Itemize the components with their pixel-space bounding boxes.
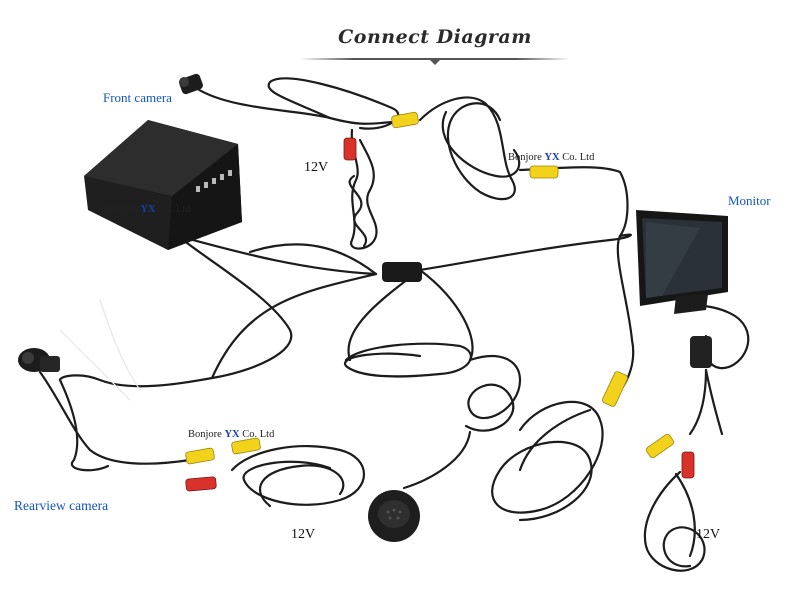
monitor: [636, 210, 728, 314]
monitor-plug: [690, 336, 712, 368]
cables: [38, 77, 750, 572]
front-camera: [179, 73, 203, 95]
rca-red-connectors: [185, 137, 695, 492]
junction-box: [382, 262, 422, 282]
control-box: [84, 120, 242, 250]
power-label-bottom-left: 12V: [291, 527, 316, 542]
power-label-top: 12V: [304, 160, 329, 175]
rearview-camera-label: Rearview camera: [14, 498, 109, 513]
front-camera-label: Front camera: [103, 90, 172, 105]
rca-yellow-connectors: [185, 111, 675, 465]
rearview-camera: [18, 348, 60, 372]
watermark-box: Bonjore YX Co. Ltd: [104, 204, 191, 215]
buzzer: [368, 490, 420, 542]
power-label-bottom-right: 12V: [696, 527, 721, 542]
watermark-bottom: Bonjore YX Co. Ltd: [188, 429, 275, 440]
diagram-title-bar: Connect Diagram: [290, 22, 580, 70]
diagram-title: Connect Diagram: [338, 26, 532, 48]
watermark-top: Bonjore YX Co. Ltd: [508, 152, 595, 163]
monitor-label: Monitor: [728, 193, 771, 208]
title-notch: [429, 59, 441, 65]
